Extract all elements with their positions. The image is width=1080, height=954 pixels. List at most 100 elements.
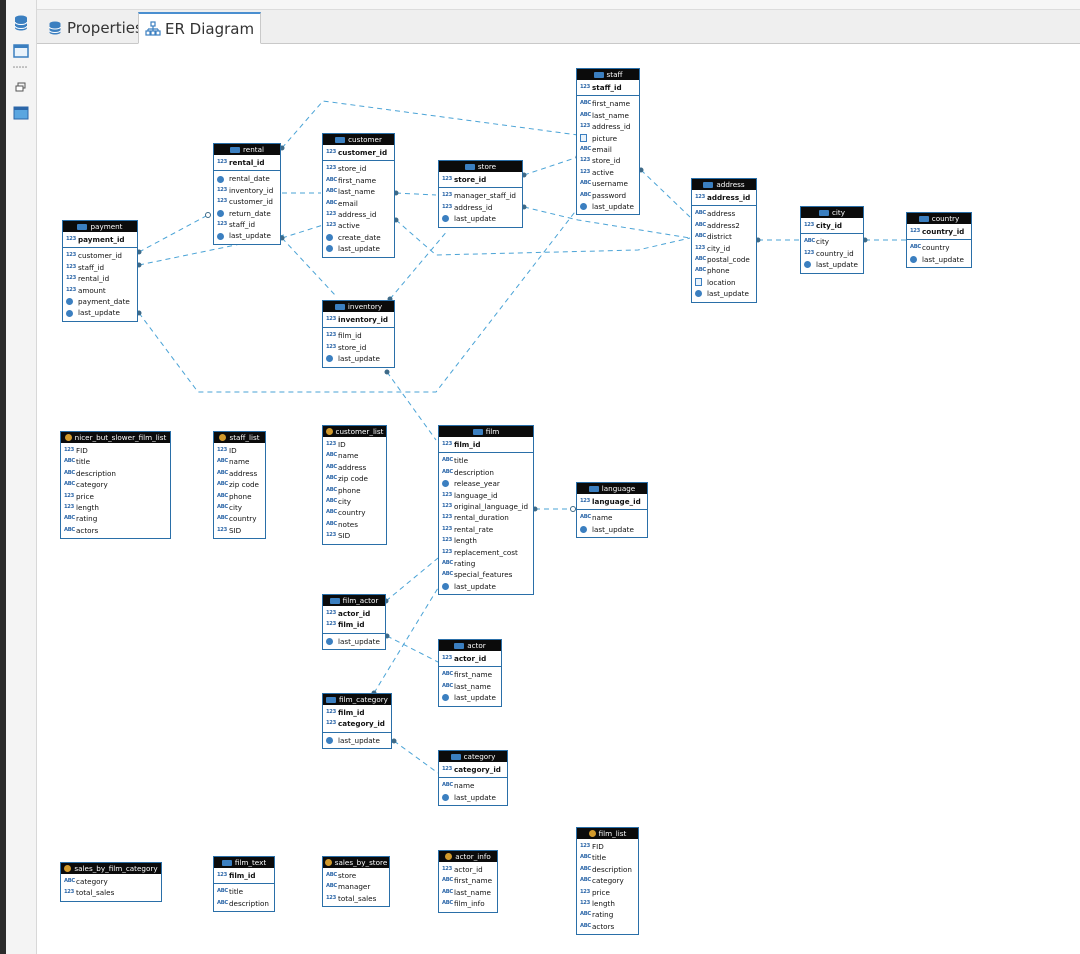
column[interactable]: last_update	[577, 524, 647, 535]
column[interactable]: last_update	[214, 230, 280, 241]
column[interactable]: last_update	[577, 201, 639, 212]
panel-icon[interactable]	[12, 104, 30, 122]
entity-header[interactable]: nicer_but_slower_film_list	[61, 432, 170, 443]
entity-header[interactable]: inventory	[323, 301, 394, 312]
entity-header[interactable]: actor	[439, 640, 501, 651]
entity-header[interactable]: film_list	[577, 828, 638, 839]
entity-header[interactable]: category	[439, 751, 507, 762]
column[interactable]: last_update	[323, 636, 385, 647]
column[interactable]: last_update	[439, 792, 507, 803]
entity-header[interactable]: language	[577, 483, 647, 494]
entity-header[interactable]: customer	[323, 134, 394, 145]
entity-header[interactable]: sales_by_store	[323, 857, 389, 868]
entity-header[interactable]: film	[439, 426, 533, 437]
column[interactable]: last_update	[692, 288, 756, 299]
column[interactable]: last_update	[323, 735, 391, 746]
entity-header[interactable]: sales_by_film_category	[61, 863, 161, 874]
tab-properties[interactable]: Properties	[41, 12, 149, 44]
column[interactable]: last_update	[439, 581, 533, 592]
entity-header[interactable]: staff_list	[214, 432, 265, 443]
column[interactable]: create_date	[323, 232, 394, 243]
column[interactable]: return_date	[214, 208, 280, 219]
entity-header[interactable]: address	[692, 179, 756, 190]
column[interactable]: last_update	[907, 254, 971, 265]
entity-header[interactable]: actor_info	[439, 851, 497, 862]
restore-icon[interactable]	[12, 78, 30, 96]
entity-header[interactable]: customer_list	[323, 426, 386, 437]
tab-er-diagram[interactable]: ER Diagram	[138, 12, 262, 44]
window-icon[interactable]	[12, 42, 30, 60]
column[interactable]: release_year	[439, 478, 533, 489]
